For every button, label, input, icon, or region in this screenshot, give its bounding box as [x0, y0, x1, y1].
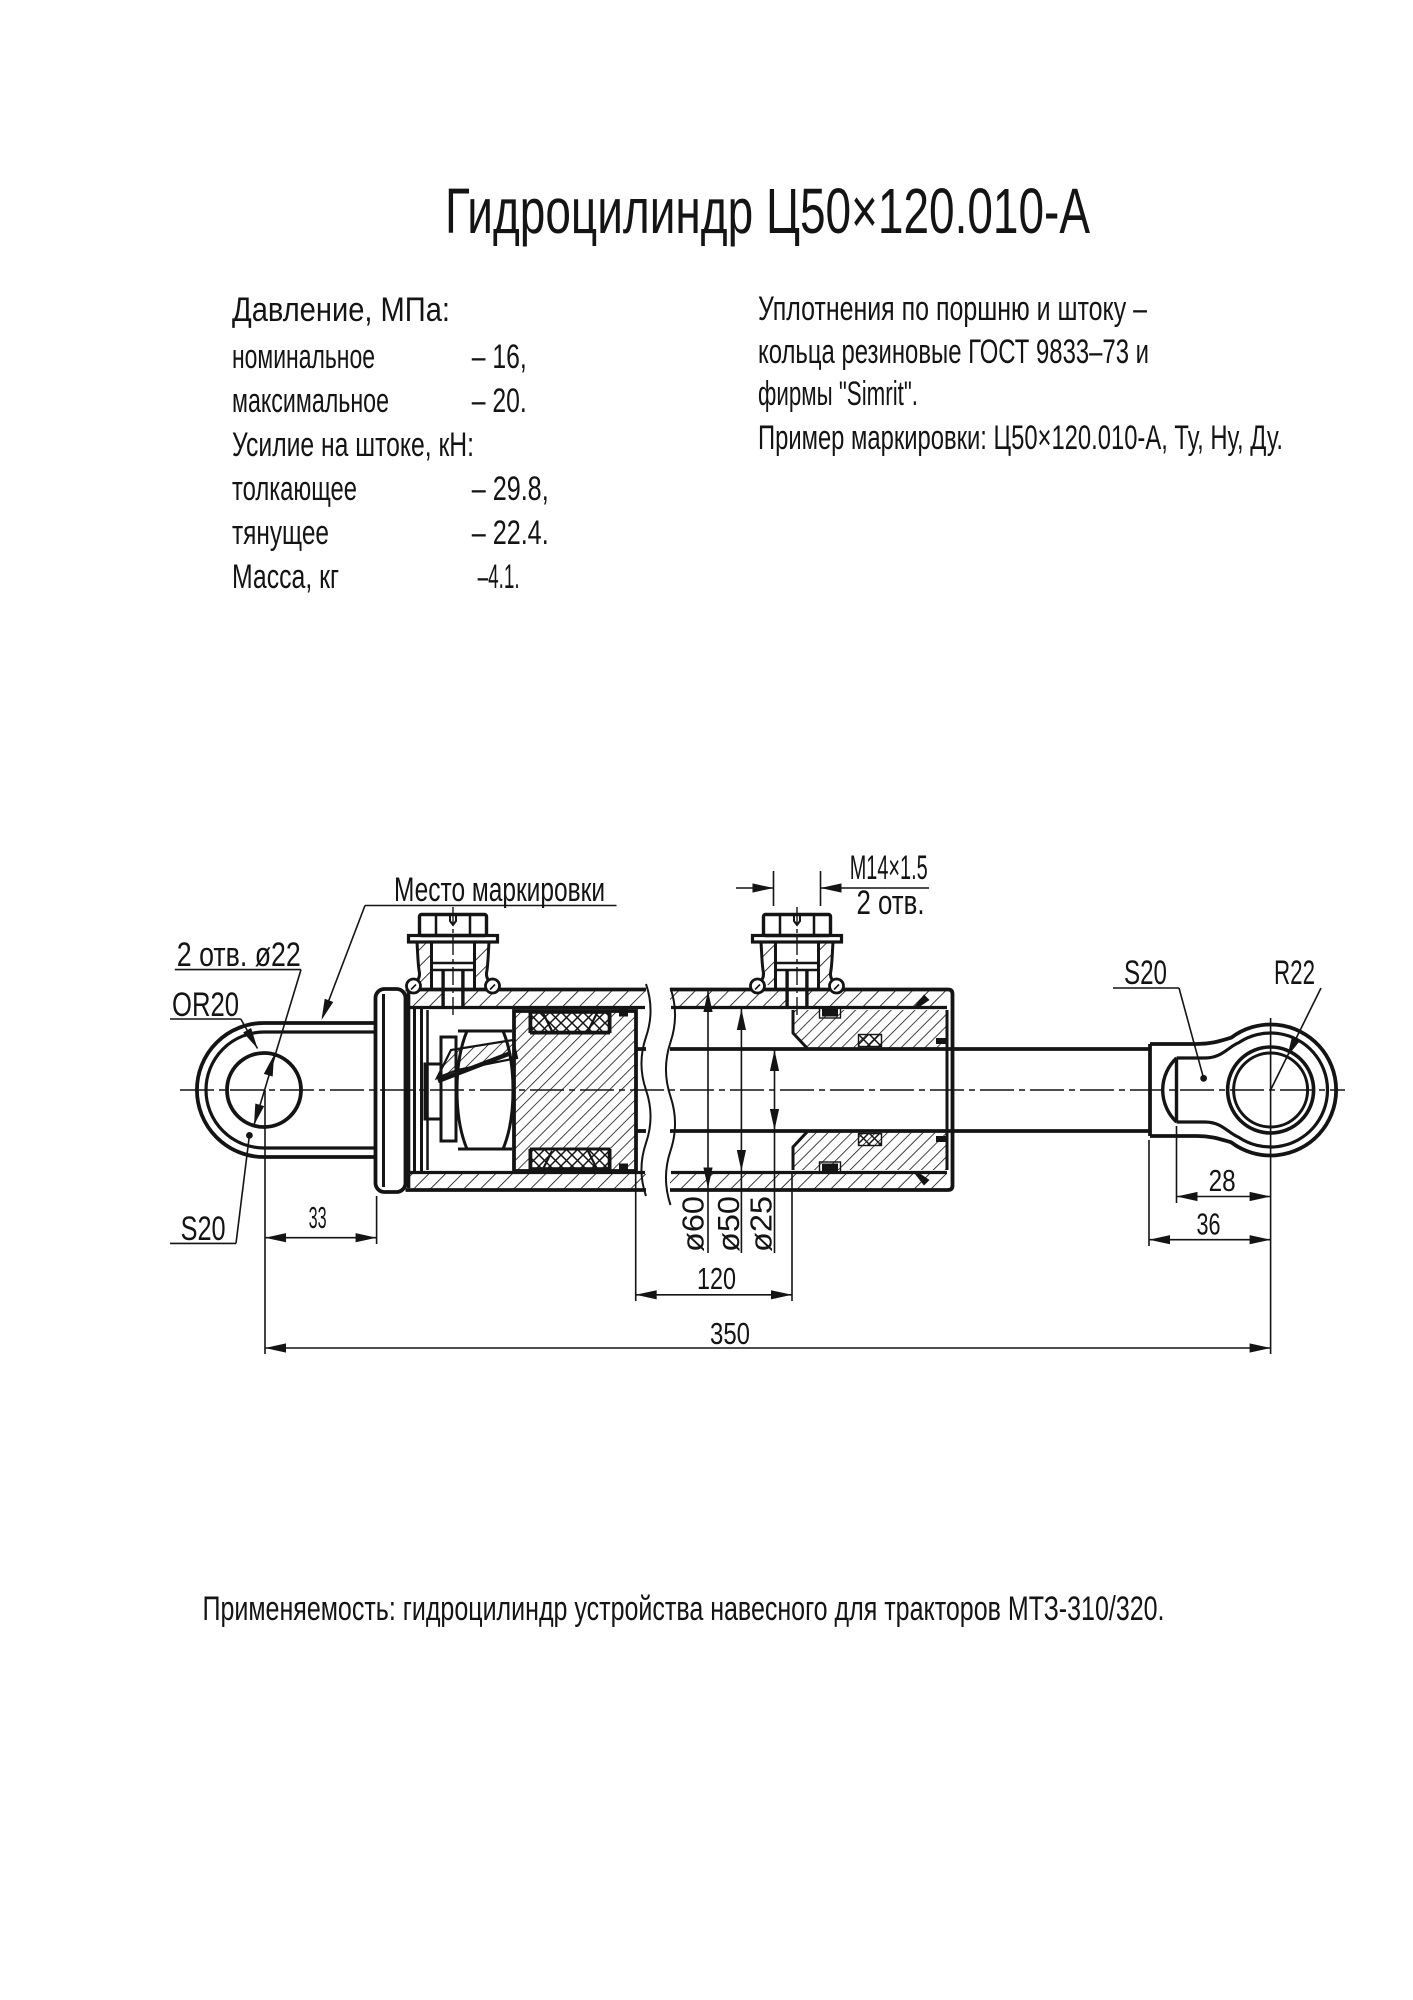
svg-text:тянущее: тянущее — [232, 514, 329, 552]
svg-text:– 29.8,: – 29.8, — [472, 470, 549, 508]
svg-text:S20: S20 — [181, 1210, 226, 1248]
svg-text:ø60: ø60 — [676, 1196, 711, 1252]
svg-text:ø50: ø50 — [711, 1196, 746, 1252]
svg-text:28: 28 — [1209, 1163, 1236, 1198]
svg-text:S20: S20 — [1124, 954, 1167, 992]
svg-text:– 20.: – 20. — [472, 382, 527, 420]
svg-text:Давление, МПа:: Давление, МПа: — [232, 291, 450, 329]
svg-text:Уплотнения по поршню и штоку –: Уплотнения по поршню и штоку – — [758, 290, 1147, 328]
svg-text:2 отв. ø22: 2 отв. ø22 — [177, 936, 301, 974]
svg-text:кольца резиновые ГОСТ 9833–73: кольца резиновые ГОСТ 9833–73 и — [758, 333, 1149, 371]
svg-text:–4.1.: –4.1. — [478, 558, 520, 596]
svg-text:120: 120 — [697, 1261, 736, 1296]
svg-text:максимальное: максимальное — [232, 382, 389, 420]
svg-text:M14×1.5: M14×1.5 — [850, 849, 928, 887]
svg-text:ø25: ø25 — [744, 1196, 779, 1252]
svg-text:– 16,: – 16, — [472, 338, 527, 376]
svg-text:Пример маркировки: Ц50×120.010: Пример маркировки: Ц50×120.010-А, Ту, Ну… — [758, 419, 1283, 457]
svg-text:350: 350 — [710, 1316, 750, 1351]
svg-text:фирмы "Simrit".: фирмы "Simrit". — [758, 375, 918, 413]
svg-text:Масса, кг: Масса, кг — [232, 558, 339, 596]
svg-text:Место маркировки: Место маркировки — [394, 871, 605, 909]
svg-text:номинальное: номинальное — [232, 338, 375, 376]
svg-text:OR20: OR20 — [172, 986, 239, 1024]
svg-text:толкающее: толкающее — [232, 470, 357, 508]
svg-text:Применяемость: гидроцилиндр ус: Применяемость: гидроцилиндр устройства н… — [203, 1590, 1165, 1628]
svg-text:Усилие на штоке, кН:: Усилие на штоке, кН: — [232, 426, 474, 464]
svg-text:33: 33 — [309, 1200, 327, 1235]
svg-text:36: 36 — [1197, 1207, 1221, 1242]
svg-text:2 отв.: 2 отв. — [857, 884, 925, 922]
svg-text:Гидроцилиндр Ц50×120.010-А: Гидроцилиндр Ц50×120.010-А — [445, 175, 1090, 247]
svg-text:R22: R22 — [1274, 954, 1315, 992]
svg-text:– 22.4.: – 22.4. — [472, 514, 549, 552]
